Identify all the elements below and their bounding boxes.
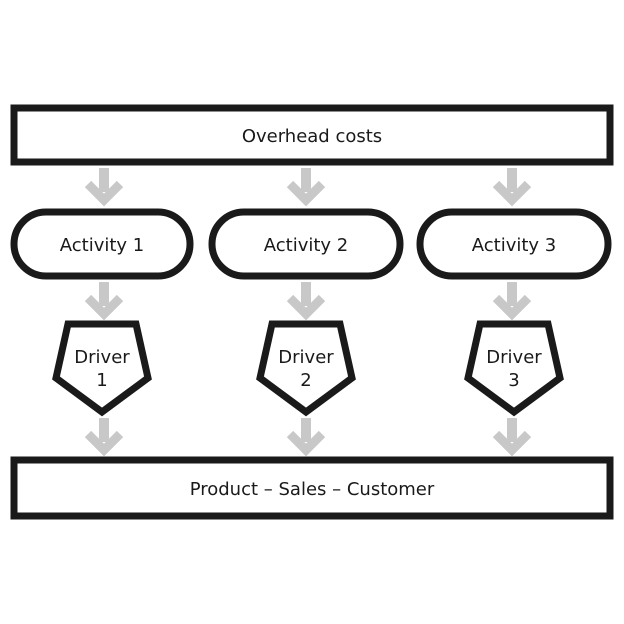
activity-1-box: Activity 1 [10,208,194,280]
arrow-activity-1-to-driver-1 [84,282,124,321]
driver-2-pentagon: Driver 2 [256,320,356,417]
arrow-activity-2-to-driver-2 [286,282,326,321]
driver-2-label-line1: Driver [278,347,334,368]
driver-3-pentagon: Driver 3 [464,320,564,417]
overhead-costs-label: Overhead costs [242,126,382,147]
driver-1-label-line1: Driver [74,347,130,368]
driver-1-pentagon: Driver 1 [52,320,152,417]
arrow-overhead-to-activity-1 [84,168,124,207]
driver-1-label-line2: 1 [96,370,107,391]
arrow-driver-2-to-product [286,418,326,457]
activity-2-box: Activity 2 [208,208,404,280]
activity-2-label: Activity 2 [264,235,349,256]
driver-2-label-line2: 2 [300,370,311,391]
activity-3-label: Activity 3 [472,235,557,256]
arrow-driver-1-to-product [84,418,124,457]
activity-3-box: Activity 3 [416,208,612,280]
product-sales-customer-label: Product – Sales – Customer [190,479,435,500]
arrow-overhead-to-activity-3 [492,168,532,207]
driver-3-label-line1: Driver [486,347,542,368]
product-sales-customer-box: Product – Sales – Customer [10,456,614,520]
overhead-costs-box: Overhead costs [10,104,614,166]
arrow-activity-3-to-driver-3 [492,282,532,321]
arrow-overhead-to-activity-2 [286,168,326,207]
arrow-driver-3-to-product [492,418,532,457]
driver-3-label-line2: 3 [508,370,519,391]
activity-1-label: Activity 1 [60,235,145,256]
